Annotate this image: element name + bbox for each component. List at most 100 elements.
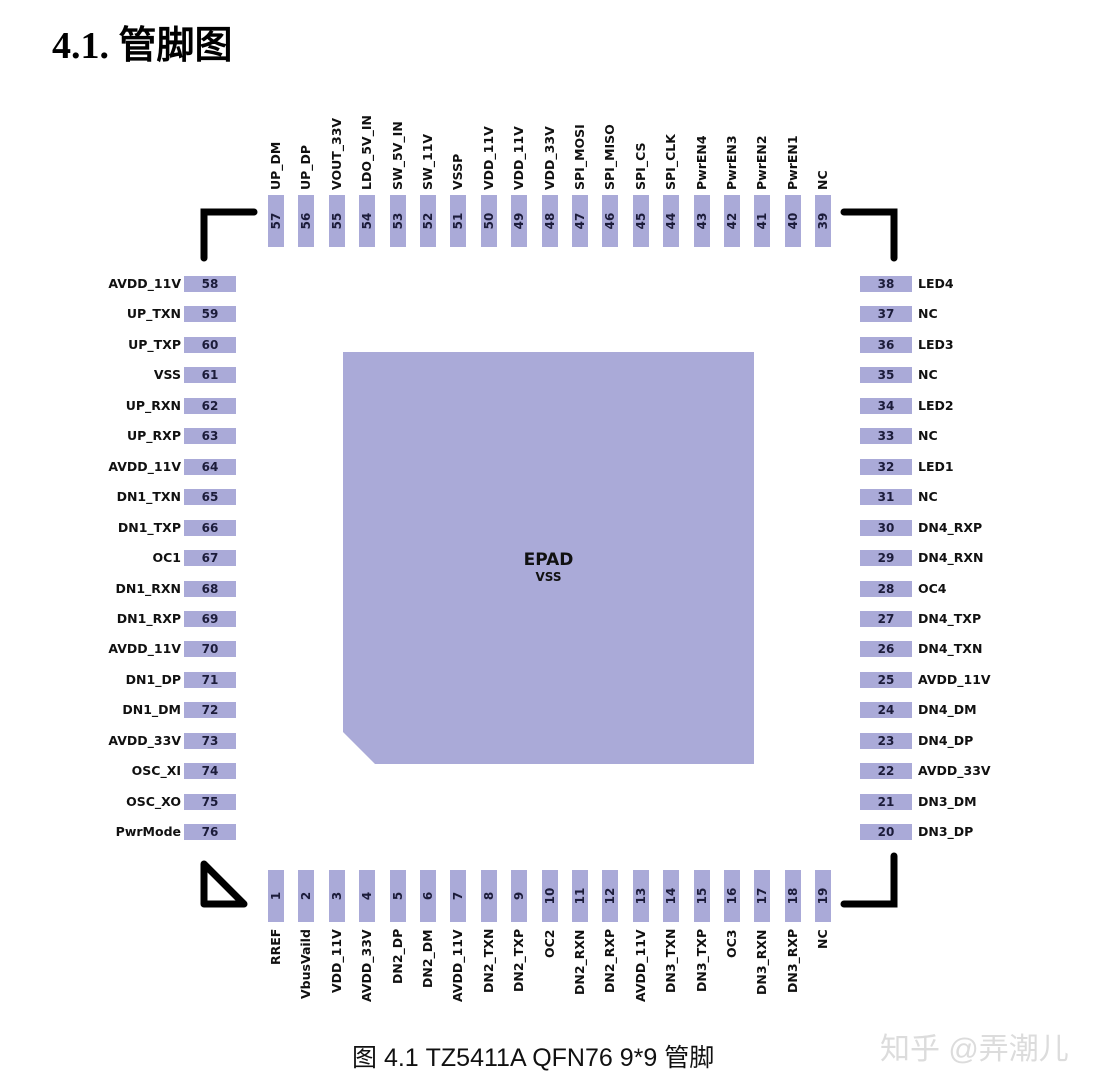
pin-label: DN1_RXN xyxy=(115,580,181,596)
epad-label: EPAD xyxy=(523,550,574,570)
pin-pad: 61 xyxy=(184,367,236,384)
pin-pad: 52 xyxy=(420,195,436,247)
pin-number: 62 xyxy=(201,398,219,413)
pin-label: UP_DP xyxy=(298,144,314,190)
pin-label: VDD_11V xyxy=(480,126,496,190)
epad-net-label: VSS xyxy=(535,570,562,584)
pin-label: SW_5V_IN xyxy=(389,121,405,190)
pin-label: VDD_11V xyxy=(328,929,344,993)
pin-pad: 40 xyxy=(784,195,801,247)
pin-label: LED3 xyxy=(918,336,954,352)
pin-pad: 53 xyxy=(389,195,406,247)
pin-pad: 3 xyxy=(328,870,345,922)
pin-pad: 21 xyxy=(860,793,912,810)
pin-label: DN1_DP xyxy=(125,671,181,687)
pin-pad: 60 xyxy=(184,336,236,353)
pin-pad: 28 xyxy=(860,580,912,597)
pin-label: AVDD_11V xyxy=(108,276,181,291)
pin-number: 7 xyxy=(451,891,466,901)
exposed-pad: EPAD VSS xyxy=(343,352,754,764)
pin-label: OSC_XO xyxy=(126,793,181,809)
pin-label: DN2_TXN xyxy=(480,928,496,993)
pin-label: AVDD_11V xyxy=(108,641,181,657)
pin-pad: 63 xyxy=(184,428,236,445)
pin-pad: 73 xyxy=(184,732,236,749)
pin-label: AVDD_33V xyxy=(359,929,375,1002)
pin-number: 71 xyxy=(201,672,219,687)
pin-label: NC xyxy=(815,929,831,949)
section-heading: 4.1. 管脚图 xyxy=(52,25,233,67)
pin-number: 27 xyxy=(877,611,895,626)
pin-label: DN3_DP xyxy=(918,824,974,840)
pin-pad: 44 xyxy=(663,195,680,247)
pin-number: 52 xyxy=(421,212,435,230)
pin-number: 20 xyxy=(877,825,895,840)
pin-number: 38 xyxy=(877,277,895,291)
pin-label: DN2_RXP xyxy=(602,928,618,993)
pin-label: DN2_DP xyxy=(389,928,405,984)
pin-pad: 58 xyxy=(184,276,236,292)
pin-number: 67 xyxy=(201,551,219,566)
pin-pad: 51 xyxy=(450,195,467,247)
pin-number: 74 xyxy=(201,764,219,779)
pin-pad: 69 xyxy=(184,610,236,627)
pin-pad: 41 xyxy=(754,195,771,247)
pin-pad: 24 xyxy=(860,702,912,719)
pin-label: DN1_TXP xyxy=(117,519,181,535)
pin-pad: 8 xyxy=(480,870,497,922)
pin-label: VbusVaild xyxy=(298,929,314,999)
pin-number: 1 xyxy=(269,891,283,901)
pin-label: DN4_RXP xyxy=(918,519,983,535)
pin-label: DN3_RXN xyxy=(754,929,770,995)
pin-pad: 46 xyxy=(602,195,619,247)
pin-pad: 30 xyxy=(860,519,912,536)
pin-number: 45 xyxy=(633,212,648,230)
pin-pad: 62 xyxy=(184,397,236,414)
pin-pad: 31 xyxy=(860,489,912,506)
pin-label: PwrEN1 xyxy=(784,135,800,190)
pin-number: 53 xyxy=(390,212,405,230)
pin-label: UP_RXP xyxy=(127,428,181,444)
pin-pad: 39 xyxy=(815,195,832,247)
pin-label: AVDD_33V xyxy=(108,732,181,748)
pin-pad: 42 xyxy=(724,195,740,247)
pin-pad: 35 xyxy=(860,367,912,384)
pin-pad: 2 xyxy=(298,870,315,922)
pin-number: 58 xyxy=(201,277,219,291)
pin-pad: 13 xyxy=(632,870,649,922)
pin-pad: 5 xyxy=(389,870,406,922)
pin-pad: 9 xyxy=(511,870,528,922)
pin-label: VSSP xyxy=(450,153,466,190)
pin-label: DN3_TXP xyxy=(693,928,709,992)
pin-number: 63 xyxy=(201,429,219,444)
pin-number: 32 xyxy=(877,459,895,474)
pin-number: 24 xyxy=(877,703,895,718)
pin-number: 15 xyxy=(694,887,709,905)
pin-label: AVDD_11V xyxy=(632,929,648,1002)
pin-number: 64 xyxy=(201,459,219,474)
pin-pad: 22 xyxy=(860,763,912,780)
pin-pad: 45 xyxy=(632,195,649,247)
pin-number: 57 xyxy=(269,212,283,230)
pin-label: PwrEN2 xyxy=(754,135,770,190)
pin-label: DN2_TXP xyxy=(511,928,527,992)
pin-label: DN4_RXN xyxy=(918,550,984,566)
pin-label: AVDD_33V xyxy=(918,763,991,779)
pin-pad: 68 xyxy=(184,580,236,597)
pin-number: 50 xyxy=(481,212,496,230)
pin-number: 60 xyxy=(201,337,219,352)
pin-pad: 25 xyxy=(860,671,912,688)
pin-label: OC3 xyxy=(724,929,739,959)
pin-label: DN1_DM xyxy=(122,702,181,718)
pin-pad: 71 xyxy=(184,671,236,688)
pin-label: VSS xyxy=(153,367,181,383)
pin-number: 69 xyxy=(201,611,219,626)
pin-pad: 57 xyxy=(268,195,284,247)
pin-label: NC xyxy=(815,170,831,190)
pin-number: 76 xyxy=(201,825,219,840)
pin-pad: 37 xyxy=(860,306,912,323)
pin-number: 10 xyxy=(542,887,557,905)
pin-number: 73 xyxy=(201,733,219,748)
pin-number: 35 xyxy=(877,368,895,383)
pin-label: AVDD_11V xyxy=(108,458,181,474)
